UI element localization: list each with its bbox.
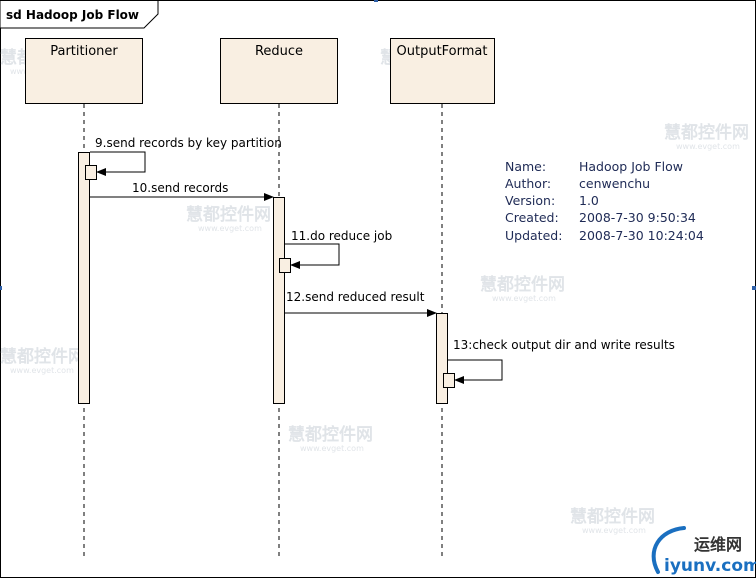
activation-reduce[interactable] <box>273 197 285 404</box>
self-activation-reduce[interactable] <box>279 258 291 273</box>
message-arrow-11[interactable] <box>285 243 340 269</box>
info-updated-label: Updated: <box>505 228 562 243</box>
watermark-text: 慧都控件网 <box>0 346 85 367</box>
message-arrow-9[interactable] <box>90 151 146 176</box>
lifeline-head-reduce[interactable] <box>220 38 338 104</box>
watermark-url: www.evget.com <box>582 526 646 535</box>
info-created-label: Created: <box>505 210 559 225</box>
info-name-label: Name: <box>505 159 546 174</box>
logo-url: iyunv.com <box>664 556 756 576</box>
message-label-13: 13:check output dir and write results <box>453 338 675 352</box>
site-logo: 运维网 iyunv.com <box>651 526 756 576</box>
message-label-9: 9.send records by key partition <box>95 136 282 150</box>
message-label-12: 12.send reduced result <box>286 290 425 304</box>
info-version-value: 1.0 <box>579 193 599 208</box>
selection-handle-right[interactable] <box>752 286 756 290</box>
lifeline-head-outputformat[interactable] <box>390 38 495 104</box>
logo-swoosh-icon <box>651 526 686 574</box>
watermark-url: www.evget.com <box>10 366 74 375</box>
self-activation-outputformat[interactable] <box>443 373 455 388</box>
activation-partitioner[interactable] <box>78 152 90 404</box>
lifeline-name-reduce: Reduce <box>255 44 303 59</box>
logo-text: 运维网 <box>694 535 742 554</box>
self-activation-partitioner[interactable] <box>85 165 97 180</box>
info-created-value: 2008-7-30 9:50:34 <box>579 210 696 225</box>
watermark-text: 慧都控件网 <box>480 274 565 295</box>
diagram-info: Name: Hadoop Job Flow Author: cenwenchu … <box>505 159 704 243</box>
lifeline-name-outputformat: OutputFormat <box>397 44 488 59</box>
watermark-text: 慧都控件网 <box>664 122 749 143</box>
info-name-value: Hadoop Job Flow <box>579 159 683 174</box>
message-label-11: 11.do reduce job <box>291 229 392 243</box>
activation-outputformat[interactable] <box>436 313 448 404</box>
selection-handle-top[interactable] <box>374 0 378 2</box>
info-author-value: cenwenchu <box>579 176 650 191</box>
info-version-label: Version: <box>505 193 555 208</box>
frame-title: sd Hadoop Job Flow <box>6 8 139 22</box>
watermark-text: 慧都控件网 <box>186 204 271 225</box>
watermark-url: www.evget.com <box>300 444 364 453</box>
watermark-text: 慧都控件网 <box>288 424 373 445</box>
lifeline-name-partitioner: Partitioner <box>50 44 118 59</box>
info-author-label: Author: <box>505 176 551 191</box>
frame-title-tab <box>0 0 159 29</box>
message-label-10: 10.send records <box>132 181 228 195</box>
watermark-url: www.evget.com <box>198 224 262 233</box>
message-arrow-13[interactable] <box>448 359 503 384</box>
watermark-url: www.evget.com <box>676 142 740 151</box>
watermark-url: www.evget.com <box>492 294 556 303</box>
lifeline-head-partitioner[interactable] <box>25 38 143 104</box>
info-updated-value: 2008-7-30 10:24:04 <box>579 228 704 243</box>
selection-handle-left[interactable] <box>0 286 2 290</box>
watermark-text: 慧都控件网 <box>570 506 655 527</box>
